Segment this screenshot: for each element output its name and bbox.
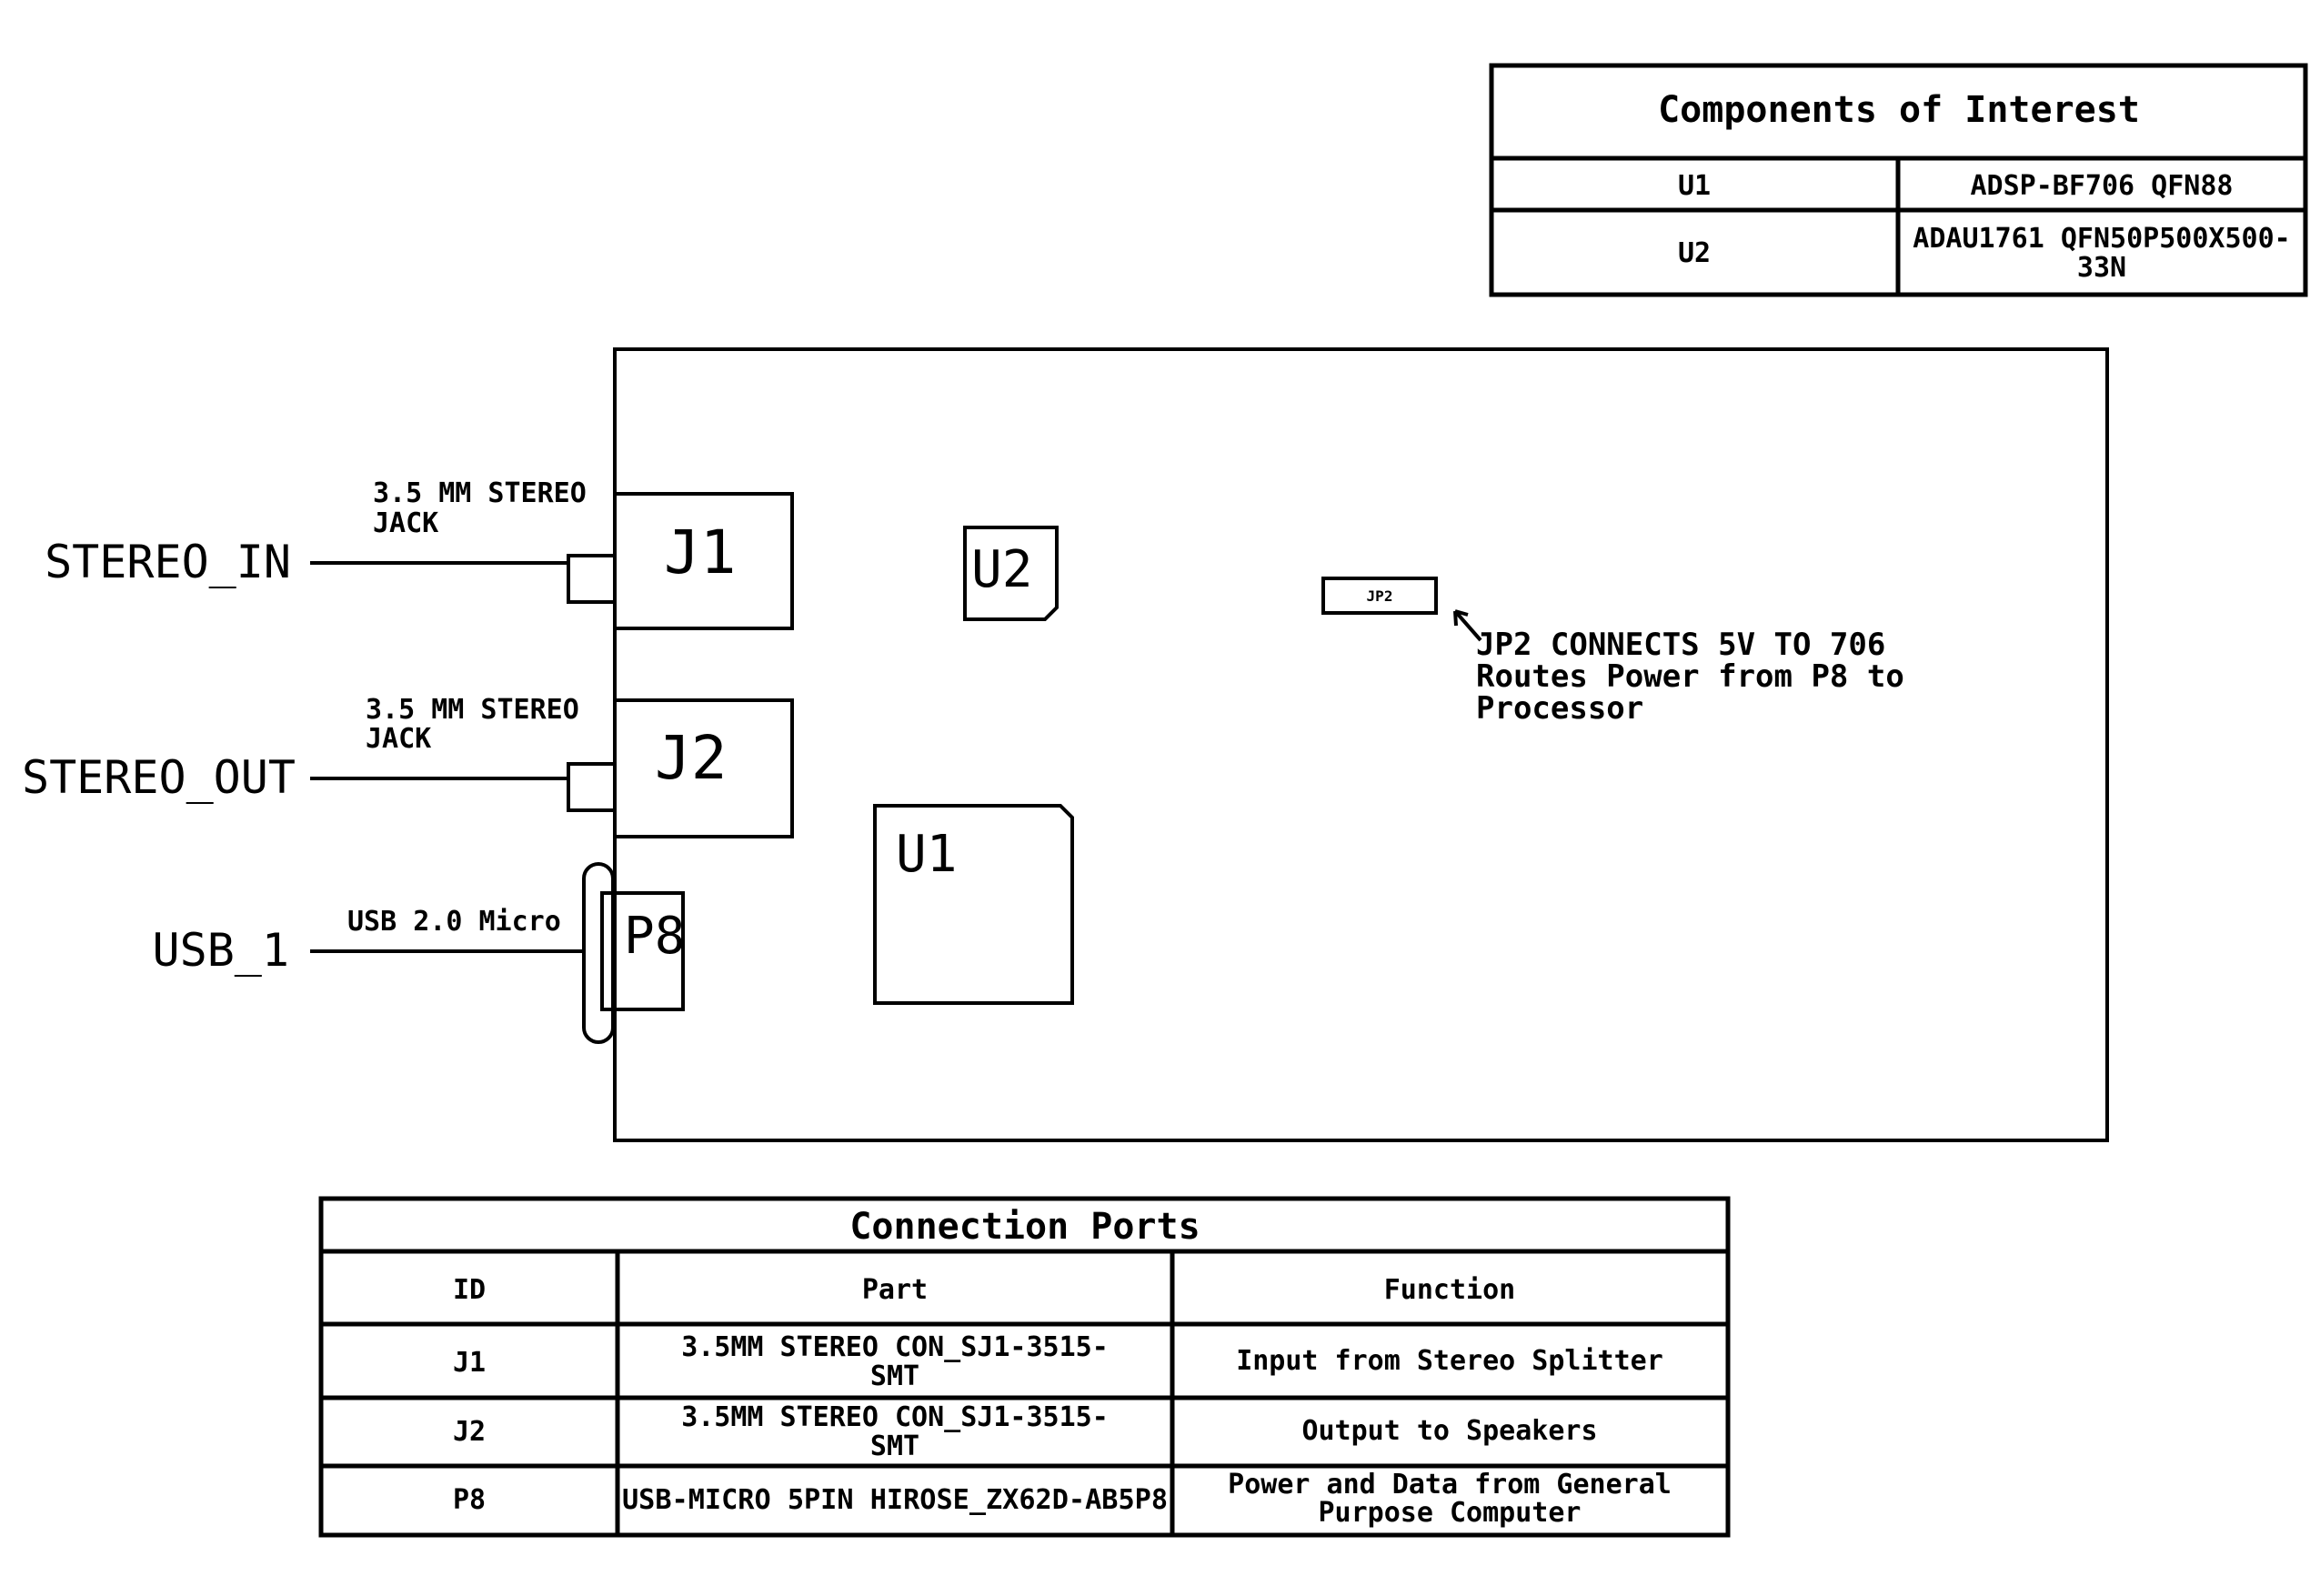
- ports-table-cell-part: 3.5MM STEREO CON_SJ1-3515-: [681, 1401, 1109, 1433]
- u1-chip: [873, 804, 1074, 1005]
- j2-plug: [567, 762, 617, 812]
- p8-refdes: P8: [624, 907, 685, 966]
- j1-refdes: J1: [664, 517, 736, 587]
- components-table-cell-part: 33N: [2077, 252, 2126, 284]
- u2-refdes: U2: [971, 540, 1032, 599]
- components-table-title: Components of Interest: [1658, 89, 2140, 131]
- jp2-arrow-icon: [1453, 609, 1482, 642]
- ports-table: [318, 1196, 1731, 1538]
- jp2-note: JP2 CONNECTS 5V TO 706: [1476, 627, 1885, 663]
- ports-table-header: Function: [1384, 1274, 1516, 1306]
- usb-signal: USB_1: [152, 924, 289, 977]
- j2-refdes: J2: [655, 723, 727, 793]
- ports-table-cell-function: Output to Speakers: [1301, 1415, 1597, 1447]
- p8-body: [600, 891, 685, 1011]
- ports-table-cell-part: SMT: [870, 1360, 919, 1392]
- stereo-out-signal: STEREO_OUT: [22, 751, 296, 804]
- p8-housing: [582, 862, 615, 1044]
- components-table-cell-part: ADSP-BF706 QFN88: [1971, 170, 2234, 202]
- jp2-jumper: [1321, 577, 1438, 615]
- board-outline: [613, 347, 2109, 1142]
- j1-connector: [310, 492, 794, 630]
- ports-table-cell-id: J1: [453, 1347, 486, 1379]
- ports-table-cell-part: 3.5MM STEREO CON_SJ1-3515-: [681, 1331, 1109, 1363]
- j2-label: JACK: [366, 723, 431, 755]
- j1-plug: [567, 554, 617, 604]
- u1-refdes: U1: [896, 825, 957, 884]
- ports-table-header: Part: [862, 1274, 928, 1306]
- jp2-note: Processor: [1476, 690, 1643, 727]
- ports-table-title: Connection Ports: [849, 1206, 1200, 1248]
- ports-table-cell-function: Purpose Computer: [1319, 1497, 1582, 1529]
- components-table-cell-id: U2: [1678, 237, 1711, 269]
- jp2-note: Routes Power from P8 to: [1476, 658, 1904, 695]
- p8-connector: [310, 862, 685, 1044]
- stereo-in-signal: STEREO_IN: [45, 536, 291, 588]
- ports-table-cell-function: Input from Stereo Splitter: [1236, 1345, 1663, 1377]
- jp2-refdes: JP2: [1367, 587, 1393, 605]
- j2-connector: [310, 698, 794, 838]
- ports-table-border: [318, 1196, 1731, 1538]
- j2-label: 3.5 MM STEREO: [366, 694, 579, 726]
- components-table: [1489, 63, 2308, 297]
- ports-table-header: ID: [453, 1274, 486, 1306]
- ports-table-cell-part: SMT: [870, 1430, 919, 1462]
- ports-table-cell-part: USB-MICRO 5PIN HIROSE_ZX62D-AB5P8: [622, 1484, 1168, 1516]
- u2-chip: [963, 526, 1059, 621]
- ports-table-cell-id: P8: [453, 1484, 486, 1516]
- components-table-cell-id: U1: [1678, 170, 1711, 202]
- components-table-cell-part: ADAU1761 QFN50P500X500-: [1913, 223, 2290, 255]
- j1-label: 3.5 MM STEREO: [373, 477, 587, 509]
- ports-table-cell-function: Power and Data from General: [1228, 1469, 1672, 1501]
- j1-label: JACK: [373, 507, 438, 539]
- p8-label: USB 2.0 Micro: [347, 906, 561, 938]
- ports-table-cell-id: J2: [453, 1416, 486, 1448]
